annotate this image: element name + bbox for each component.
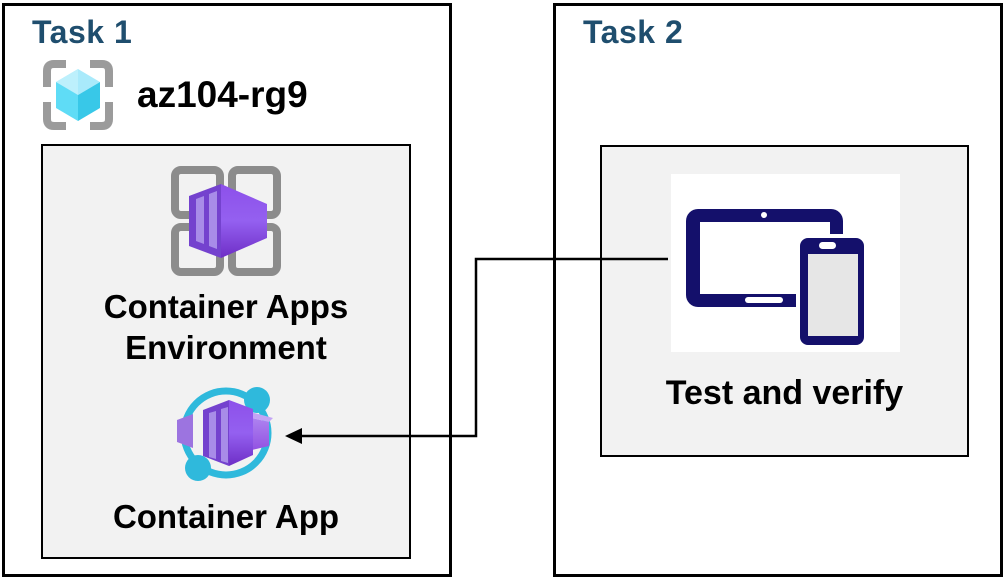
resource-group: az104-rg9 — [39, 58, 308, 132]
app-dot-bottom — [185, 455, 211, 481]
phone-glyph — [796, 234, 868, 349]
task2-box: Task 2 — [553, 3, 1003, 577]
app-dot-top — [244, 387, 270, 413]
task1-box: Task 1 a — [2, 3, 452, 577]
task2-panel: Test and verify — [600, 145, 969, 457]
devices-icon — [671, 209, 900, 356]
resource-group-name: az104-rg9 — [137, 74, 308, 115]
devices-plate — [671, 174, 900, 352]
test-and-verify-label: Test and verify — [665, 374, 904, 412]
container-app-icon — [173, 380, 279, 486]
cube-glyph — [56, 69, 100, 121]
bracket-glyphs — [43, 60, 113, 130]
task1-title: Task 1 — [32, 14, 133, 50]
task1-panel: Container Apps Environment — [41, 144, 411, 559]
container-apps-environment-icon — [165, 160, 287, 282]
container-apps-environment-label: Container Apps Environment — [103, 288, 349, 366]
resource-group-icon — [39, 58, 117, 132]
container-app-label: Container App — [112, 498, 340, 535]
task2-title: Task 2 — [583, 14, 684, 50]
